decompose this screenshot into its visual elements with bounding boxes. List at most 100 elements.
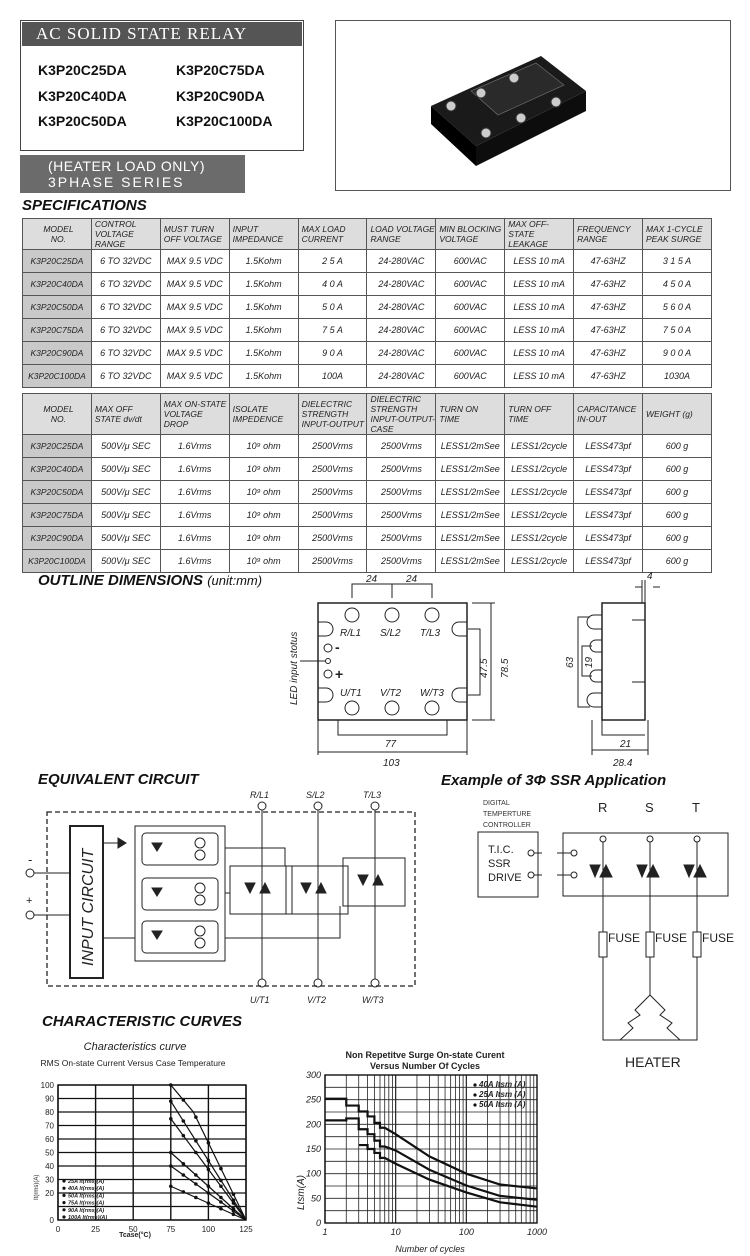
table-cell: LESS 10 mA <box>504 272 575 296</box>
legend-label: 40A Itsm (A) <box>478 1080 526 1089</box>
y-tick-label: 150 <box>306 1144 321 1154</box>
terminal-label: U/T1 <box>250 995 270 1005</box>
data-point <box>219 1184 223 1189</box>
table-cell: 600VAC <box>435 341 506 365</box>
table-cell: 1.5Kohm <box>228 295 299 319</box>
series-line <box>358 1143 538 1208</box>
y-tick-label: 300 <box>306 1070 321 1080</box>
column-header: ISOLATE IMPEDENCE <box>228 393 299 435</box>
y-tick-label: 20 <box>45 1189 54 1198</box>
table-cell: LESS 10 mA <box>504 341 575 365</box>
equivalent-circuit-diagram: INPUT CIRCUIT - + R/L1 S/L2 T/L3 U/T1 V/… <box>25 790 416 1005</box>
specifications-title: SPECIFICATIONS <box>22 197 147 214</box>
column-header: MIN BLOCKING VOLTAGE <box>435 218 506 250</box>
terminal-label: V/T2 <box>380 688 402 699</box>
table-cell: 100A <box>297 364 368 388</box>
model-cell: K3P20C25DA <box>22 249 92 273</box>
table-cell: LESS1/2mSee <box>435 503 506 527</box>
series-line <box>325 1117 538 1201</box>
model-name: K3P20C40DA <box>38 88 127 104</box>
terminal-label: S/L2 <box>380 628 401 639</box>
fuse-label: FUSE <box>608 931 640 945</box>
column-header: TURN OFF TIME <box>504 393 575 435</box>
table-cell: 500V/μ SEC <box>90 503 161 527</box>
terminal-label: S/L2 <box>306 790 325 800</box>
table-cell: 10⁹ ohm <box>228 526 299 550</box>
x-tick-label: 1 <box>322 1227 327 1237</box>
model-cell: K3P20C50DA <box>22 295 92 319</box>
legend-label: 25A It(rms)(A) <box>67 1179 104 1185</box>
y-axis-label: Ltsm(A) <box>296 1175 307 1210</box>
triac-icons <box>589 863 707 879</box>
table-cell: 47-63HZ <box>573 364 644 388</box>
dim-side-19: 19 <box>584 656 595 668</box>
terminal-label: W/T3 <box>362 995 384 1005</box>
chart-subtitle: Versus Number Of Cycles <box>370 1061 480 1071</box>
table-cell: LESS1/2mSee <box>435 457 506 481</box>
data-point <box>231 1212 236 1217</box>
table-cell: 6 TO 32VDC <box>90 364 161 388</box>
column-header: DIELECTRIC STRENGTH INPUT-OUTPUT-CASE <box>366 393 437 435</box>
chart-rms-current-vs-temp: Characteristics curve RMS On-state Curre… <box>34 1041 253 1239</box>
table-cell: MAX 9.5 VDC <box>159 295 230 319</box>
model-cell: K3P20C40DA <box>22 272 92 296</box>
table-cell: LESS1/2mSee <box>435 480 506 504</box>
table-cell: 6 TO 32VDC <box>90 295 161 319</box>
legend-marker <box>62 1179 66 1183</box>
terminal-label: T/L3 <box>420 628 440 639</box>
table-cell: 500V/μ SEC <box>90 434 161 458</box>
table-cell: MAX 9.5 VDC <box>159 249 230 273</box>
table-cell: 1.5Kohm <box>228 272 299 296</box>
table-cell: 2500Vrms <box>366 457 437 481</box>
series-line <box>170 1084 247 1221</box>
data-point <box>219 1200 223 1204</box>
y-tick-label: 100 <box>41 1081 55 1090</box>
data-point <box>219 1178 223 1183</box>
column-header: TURN ON TIME <box>435 393 506 435</box>
table-cell: 2 5 A <box>297 249 368 273</box>
legend-marker <box>62 1186 66 1190</box>
fuse-label: FUSE <box>702 931 734 945</box>
table-cell: LESS473pf <box>573 434 644 458</box>
x-tick-label: 50 <box>129 1225 138 1234</box>
data-point <box>206 1191 211 1195</box>
table-cell: 2500Vrms <box>297 480 368 504</box>
data-point <box>206 1184 211 1189</box>
table-cell: LESS 10 mA <box>504 364 575 388</box>
model-name: K3P20C25DA <box>38 62 127 78</box>
data-point <box>169 1116 173 1121</box>
table-cell: 2500Vrms <box>297 434 368 458</box>
terminal-label: R/L1 <box>340 628 361 639</box>
data-point <box>181 1098 186 1102</box>
table-cell: 1.5Kohm <box>228 318 299 342</box>
dim-hole-span: 47.5 <box>479 658 490 678</box>
table-cell: LESS473pf <box>573 457 644 481</box>
led-label: LED input stotus <box>289 632 300 705</box>
table-cell: 2500Vrms <box>297 526 368 550</box>
table-cell: MAX 9.5 VDC <box>159 364 230 388</box>
terminal-label: R/L1 <box>250 790 269 800</box>
x-tick-label: 0 <box>56 1225 61 1234</box>
terminal-label: W/T3 <box>420 688 444 699</box>
table-cell: 500V/μ SEC <box>90 549 161 573</box>
table-cell: 6 TO 32VDC <box>90 318 161 342</box>
dim-width: 103 <box>383 758 400 769</box>
table-cell: 600 g <box>642 480 712 504</box>
series-banner: (HEATER LOAD ONLY) 3PHASE SERIES <box>20 155 245 193</box>
table-cell: 6 TO 32VDC <box>90 249 161 273</box>
outline-title: OUTLINE DIMENSIONS (unit:mm) <box>38 572 262 589</box>
y-tick-label: 70 <box>45 1122 54 1131</box>
data-point <box>194 1150 198 1155</box>
table-cell: 600VAC <box>435 249 506 273</box>
x-tick-label: 125 <box>239 1225 253 1234</box>
outline-unit: (unit:mm) <box>207 573 263 588</box>
table-cell: 600VAC <box>435 318 506 342</box>
model-cell: K3P20C75DA <box>22 318 92 342</box>
